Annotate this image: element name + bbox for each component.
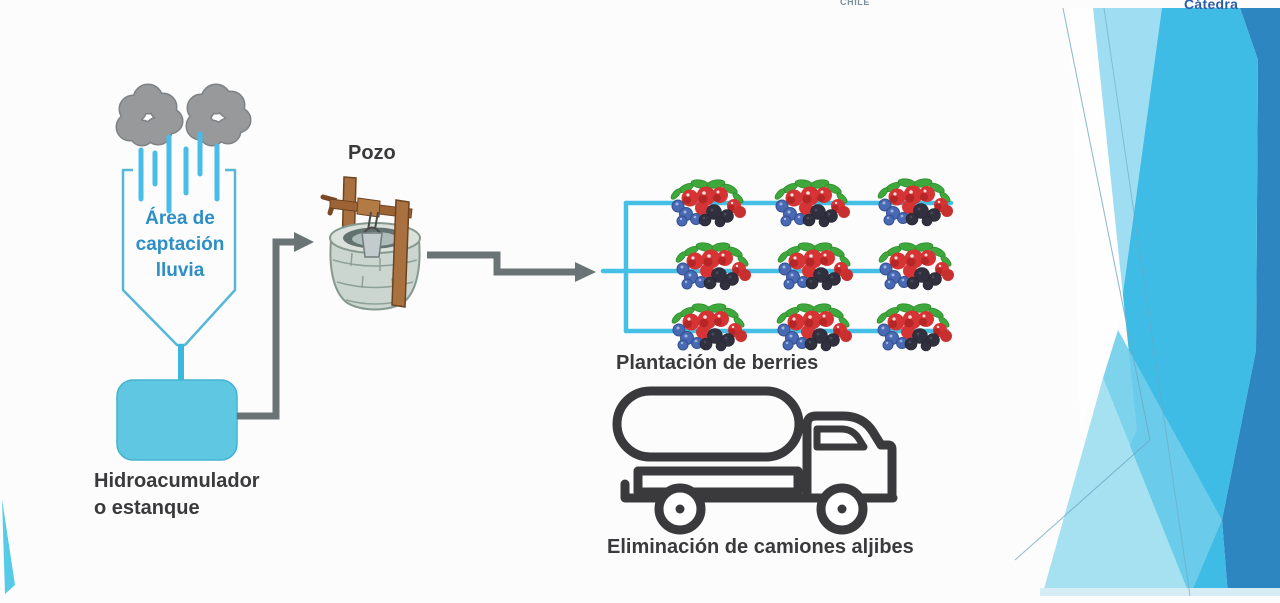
decoration-dark-band (1222, 8, 1280, 596)
decoration-thin-line-2 (1103, 7, 1191, 597)
connector-tank-to-well (237, 232, 314, 420)
catchment-label-line3: lluvia (155, 260, 205, 281)
decoration-thin-line-1 (1014, 7, 1151, 561)
berry-cluster (772, 177, 851, 228)
well-illustration (320, 176, 421, 311)
plantation-label: Plantación de berries (616, 352, 819, 374)
berry-cluster (669, 301, 748, 352)
catchment-label-line2: captación (135, 234, 225, 255)
berry-cluster (774, 301, 853, 352)
well-bucket-handle (363, 226, 381, 234)
truck-flatbed (633, 466, 803, 497)
berry-cluster (875, 176, 954, 227)
berry-cluster (775, 240, 854, 291)
berry-cluster (673, 240, 752, 291)
decoration-light-facet-bottom (1042, 378, 1190, 596)
arrowhead-to-plantation (575, 262, 596, 282)
truck-tank (612, 386, 804, 462)
well-bucket (361, 232, 383, 258)
truck-cab (802, 411, 897, 502)
connector-well-to-plantation (427, 251, 596, 282)
truck-label: Eliminación de camiones aljibes (607, 536, 914, 558)
tank-label-line1: Hidroacumulador (94, 470, 260, 492)
tank-shape (116, 379, 238, 461)
decoration-light-facet-top (1070, 8, 1162, 430)
decoration-bottom-strip (1040, 588, 1280, 596)
catchment-label-line1: Área de (145, 208, 215, 229)
berry-cluster (876, 240, 955, 291)
corner-triangle-decoration (2, 499, 15, 594)
top-mini-logo-text: CHILE (840, 0, 870, 7)
tank-label-line2: o estanque (94, 497, 200, 519)
well-right-post (391, 199, 410, 308)
decoration-mid-facet (1103, 330, 1222, 596)
tanker-truck-icon (612, 386, 898, 535)
well-rope (367, 211, 379, 231)
slide-decoration (1014, 7, 1280, 597)
berry-cluster (668, 177, 747, 228)
berry-cluster (874, 301, 953, 352)
rain-clouds (115, 83, 252, 147)
well-label: Pozo (348, 142, 396, 164)
tank-label: Hidroacumulador o estanque (94, 468, 314, 522)
well-roller (356, 197, 381, 218)
catchment-label: Área de captación lluvia (123, 206, 237, 284)
truck-window (813, 425, 868, 451)
brand-text: Cátedra (1184, 0, 1239, 12)
rain-streaks (138, 131, 220, 214)
arrowhead-to-well (294, 232, 314, 252)
